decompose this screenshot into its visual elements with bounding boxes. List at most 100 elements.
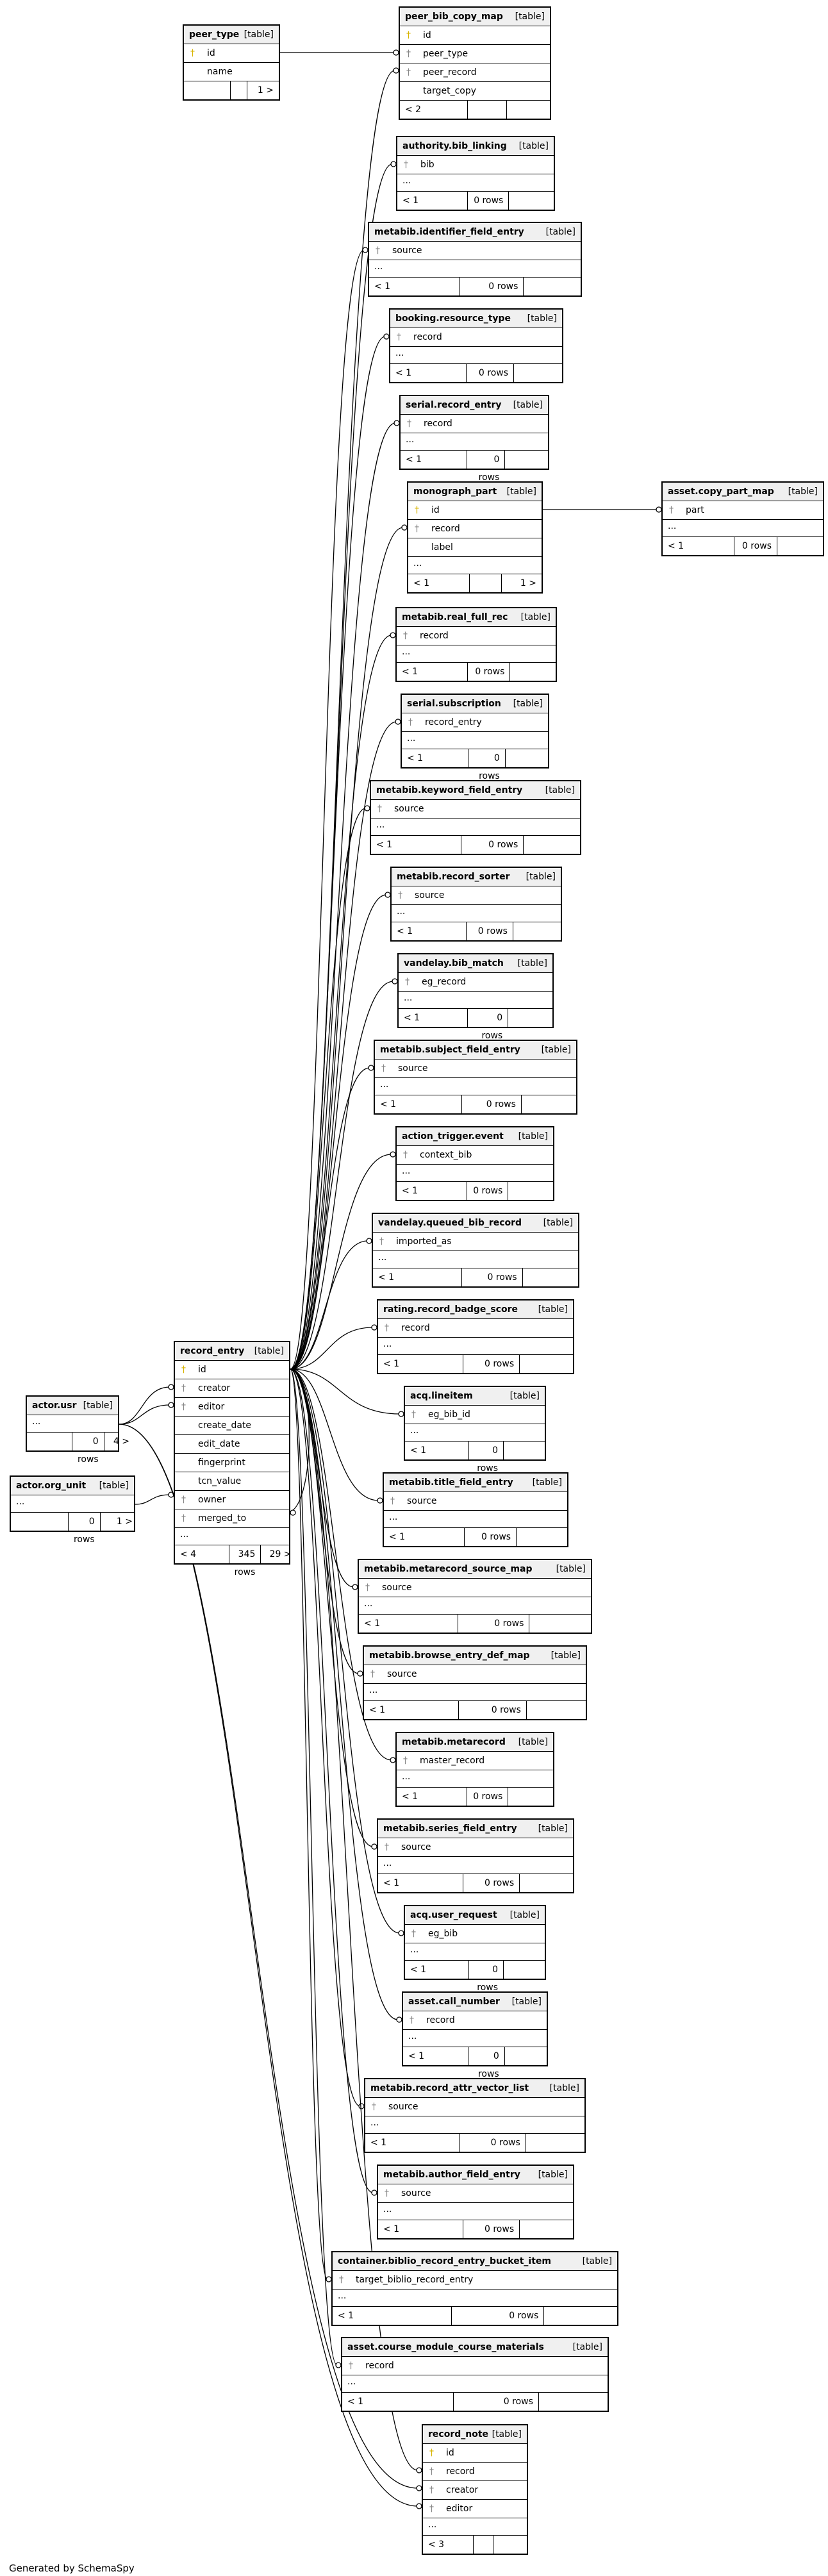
table-name[interactable]: metabib.record_sorter [397,872,510,882]
children-count[interactable]: 1 > [116,1517,133,1527]
table-name[interactable]: acq.user_request [410,1910,497,1920]
parents-count[interactable]: < 1 [342,2393,454,2411]
table-metabib-record-attr-vector-list[interactable]: metabib.record_attr_vector_list[table]†s… [364,2078,586,2153]
column-row[interactable]: †record [390,328,562,347]
parents-count[interactable]: < 1 [408,574,470,592]
column-row[interactable]: †source [378,1838,573,1857]
table-container-biblio-record-entry-bucket-item[interactable]: container.biblio_record_entry_bucket_ite… [331,2251,618,2326]
children-count[interactable] [507,101,550,119]
parents-count[interactable]: < 1 [364,1701,460,1719]
column-row[interactable]: †bib [397,156,554,174]
parents-count[interactable]: < 1 [399,1009,468,1027]
column-row[interactable]: †record [342,2357,608,2375]
column-row[interactable]: †creator [423,2481,527,2500]
column-row[interactable]: †source [392,886,561,905]
parents-count[interactable]: < 1 [405,1961,469,1979]
children-count[interactable] [505,2047,547,2065]
column-row[interactable]: †master_record [397,1752,553,1770]
column-row[interactable]: †source [384,1492,567,1511]
table-name[interactable]: asset.call_number [408,1997,500,2007]
children-count[interactable] [506,749,548,767]
children-count[interactable] [513,922,561,940]
table-metabib-title-field-entry[interactable]: metabib.title_field_entry[table]†source.… [383,1472,568,1547]
table-metabib-metarecord[interactable]: metabib.metarecord[table]†master_record.… [395,1732,554,1807]
parents-count[interactable]: < 1 [375,1095,463,1113]
column-row[interactable]: †imported_as [373,1233,578,1251]
parents-count[interactable]: < 1 [403,2047,469,2065]
column-row[interactable]: edit_date [175,1435,289,1454]
children-count[interactable] [524,836,580,854]
table-name[interactable]: asset.course_module_course_materials [347,2342,544,2352]
table-name[interactable]: metabib.author_field_entry [383,2170,520,2180]
parents-count[interactable]: < 2 [400,101,468,119]
column-row[interactable]: †eg_record [399,973,552,992]
table-metabib-subject-field-entry[interactable]: metabib.subject_field_entry[table]†sourc… [374,1040,577,1115]
table-name[interactable]: actor.usr [32,1400,77,1411]
table-metabib-browse-entry-def-map[interactable]: metabib.browse_entry_def_map[table]†sour… [363,1645,587,1720]
parents-count[interactable] [11,1513,69,1531]
column-row[interactable]: †creator [175,1379,289,1398]
column-row[interactable]: †record [401,415,548,433]
table-metabib-identifier-field-entry[interactable]: metabib.identifier_field_entry[table]†so… [368,222,582,297]
column-row[interactable]: †eg_bib [405,1925,545,1943]
column-row[interactable]: †merged_to [175,1509,289,1528]
column-row[interactable]: †record [408,520,542,538]
table-name[interactable]: acq.lineitem [410,1391,473,1401]
children-count[interactable] [505,451,548,469]
column-row[interactable]: †part [663,501,823,520]
column-row[interactable]: †record [397,627,556,645]
column-row[interactable]: †context_bib [397,1146,553,1165]
children-count[interactable] [520,1355,573,1373]
table-name[interactable]: authority.bib_linking [402,141,507,151]
children-count[interactable] [777,537,823,555]
table-name[interactable]: serial.record_entry [406,400,502,410]
parents-count[interactable]: < 1 [378,2220,463,2238]
table-vandelay-bib-match[interactable]: vandelay.bib_match[table]†eg_record...< … [397,953,554,1041]
column-row[interactable]: †record [423,2463,527,2481]
children-count[interactable]: 1 > [257,85,274,96]
column-row[interactable]: †record [378,1319,573,1338]
column-row[interactable]: †editor [423,2500,527,2518]
parents-count[interactable]: < 1 [397,1182,467,1200]
children-count[interactable] [523,1268,578,1286]
table-name[interactable]: vandelay.bib_match [404,958,504,968]
table-action-trigger-event[interactable]: action_trigger.event[table]†context_bib.… [395,1126,554,1201]
children-count[interactable] [522,1095,576,1113]
column-row[interactable]: †source [375,1059,576,1078]
children-count[interactable] [493,2536,527,2554]
table-name[interactable]: container.biblio_record_entry_bucket_ite… [338,2256,551,2266]
children-count[interactable] [520,2220,573,2238]
column-row[interactable]: †source [359,1579,591,1597]
column-row[interactable]: †eg_bib_id [405,1406,545,1424]
children-count[interactable]: 4 > [113,1436,129,1447]
table-metabib-metarecord-source-map[interactable]: metabib.metarecord_source_map[table]†sou… [358,1559,592,1634]
table-name[interactable]: metabib.metarecord [402,1737,506,1747]
table-name[interactable]: metabib.identifier_field_entry [374,227,524,237]
table-name[interactable]: record_note [428,2429,489,2439]
parents-count[interactable]: < 1 [397,192,468,210]
children-count[interactable] [517,1528,567,1546]
parents-count[interactable]: < 1 [365,2134,460,2152]
column-row[interactable]: †source [378,2184,573,2203]
column-row[interactable]: label [408,538,542,557]
children-count[interactable] [526,2134,584,2152]
table-name[interactable]: metabib.browse_entry_def_map [369,1650,530,1661]
children-count[interactable] [524,278,581,295]
parents-count[interactable]: < 1 [373,1268,462,1286]
parents-count[interactable]: < 1 [371,836,461,854]
column-row[interactable]: †peer_type [400,45,550,63]
table-metabib-author-field-entry[interactable]: metabib.author_field_entry[table]†source… [377,2165,574,2239]
column-row[interactable]: †source [371,800,580,819]
children-count[interactable] [544,2307,617,2325]
parents-count[interactable]: < 3 [423,2536,474,2554]
column-row[interactable]: tcn_value [175,1472,289,1491]
column-row[interactable]: †id [400,26,550,45]
parents-count[interactable]: < 1 [397,1788,467,1806]
column-row[interactable]: †owner [175,1491,289,1509]
parents-count[interactable]: < 1 [402,749,468,767]
